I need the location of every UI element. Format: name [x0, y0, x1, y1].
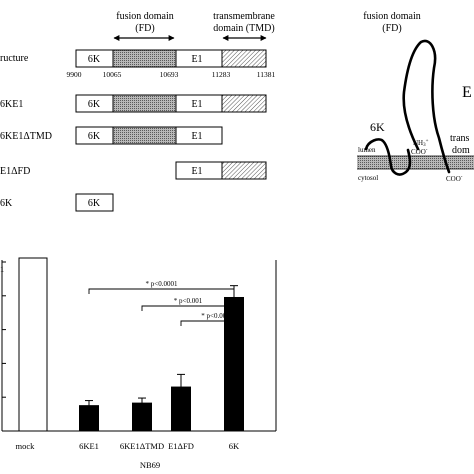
x-tick-label: 6KE1ΔTMD — [120, 441, 164, 451]
box-6k-label: 6K — [88, 99, 101, 110]
box-tmd — [221, 161, 267, 180]
box-fd — [112, 94, 177, 113]
e1-chain — [402, 39, 451, 174]
fd-label-line2: (FD) — [135, 23, 154, 34]
significance-label: * p<0.0001 — [146, 280, 178, 288]
box-tmd — [221, 94, 267, 113]
pos-9900: 9900 — [67, 70, 82, 79]
box-e1-label: E1 — [191, 131, 202, 142]
box-tmd — [221, 49, 267, 68]
tmd-label-line1: trans — [450, 133, 470, 144]
box-fd — [112, 126, 177, 145]
construct-label-structure: ructure — [0, 53, 29, 64]
y-ticks — [2, 261, 6, 432]
bar — [79, 405, 99, 432]
nh3-label: NH3+ — [413, 139, 429, 148]
topology-e1-label: E — [462, 84, 472, 101]
x-tick-label: 6K — [229, 441, 240, 451]
box-6k — [75, 193, 114, 212]
sixk-chain — [364, 138, 412, 176]
construct-label-6ke1: 6KE1 — [0, 99, 23, 110]
construct-label-6k: 6K — [0, 198, 13, 209]
cytosol-label: cytosol — [358, 174, 378, 182]
box-e1-label: E1 — [191, 166, 202, 177]
topology-fd-line2: (FD) — [382, 23, 401, 34]
box-6k-label: 6K — [88, 198, 101, 209]
box-e1 — [175, 126, 223, 145]
tmd-label-line2: domain (TMD) — [213, 23, 274, 34]
fd-label-line1: fusion domain — [116, 11, 174, 22]
significance-label: * p<0.001 — [201, 312, 230, 320]
box-6k-label: 6K — [88, 131, 101, 142]
tmd-label-line2: dom — [452, 145, 470, 156]
pos-11381: 11381 — [257, 70, 276, 79]
x-tick-label: mock — [16, 441, 36, 451]
y-tick-label: 1 — [0, 264, 4, 274]
box-6k-label: 6K — [88, 54, 101, 65]
pos-11283: 11283 — [212, 70, 231, 79]
coo-label-2: COO- — [446, 175, 463, 183]
bars — [18, 257, 244, 432]
membrane-bilayer — [357, 156, 474, 169]
bar — [18, 257, 48, 432]
x-group-label: NB69 — [140, 460, 160, 470]
significance-bracket — [88, 288, 235, 294]
box-e1-label: E1 — [191, 99, 202, 110]
box-fd — [112, 49, 177, 68]
bar — [171, 386, 191, 432]
panel-b-topology: fusion domain (FD) E lumen cytosol 6K NH… — [357, 11, 474, 183]
construct-label-6ke1dtmd: 6KE1ΔTMD — [0, 131, 52, 142]
significance-bracket — [141, 305, 235, 311]
significance-label: * p<0.001 — [174, 297, 203, 305]
x-tick-labels: mock 6KE1 6KE1ΔTMD E1ΔFD 6K — [16, 441, 241, 451]
tmd-label-line1: transmembrane — [213, 11, 275, 22]
sixk-label: 6K — [370, 120, 385, 134]
box-e1-label: E1 — [191, 54, 202, 65]
topology-fd-line1: fusion domain — [363, 11, 421, 22]
significance-annotations: * p<0.0001 * p<0.001 * p<0.001 — [88, 280, 235, 326]
bar — [132, 402, 152, 432]
x-tick-label: E1ΔFD — [168, 441, 194, 451]
construct-label-e1dfd: E1ΔFD — [0, 166, 30, 177]
panel-a-constructs: fusion domain (FD) transmembrane domain … — [0, 11, 276, 212]
significance-bracket — [180, 320, 235, 326]
coo-label-1: COO- — [411, 148, 428, 156]
pos-10065: 10065 — [103, 70, 122, 79]
lumen-label: lumen — [358, 146, 376, 154]
x-tick-label: 6KE1 — [79, 441, 99, 451]
pos-10693: 10693 — [160, 70, 179, 79]
